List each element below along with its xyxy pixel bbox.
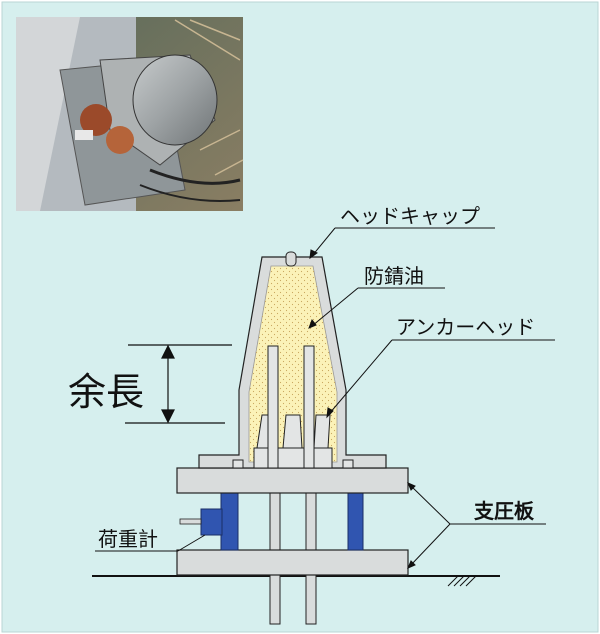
top-bearing-plate — [176, 467, 409, 494]
anchor-head — [232, 345, 354, 469]
head-cap-label: ヘッドキャップ — [340, 204, 480, 228]
load-cell-left — [179, 492, 239, 551]
rust-oil-label: 防錆油 — [364, 264, 424, 288]
head-cap-callout — [309, 227, 495, 260]
extra-length-label: 余長 — [68, 370, 144, 414]
ground-hatch — [447, 575, 477, 587]
anchor-head-callout — [326, 339, 555, 419]
bearing-plate-callout — [407, 482, 546, 569]
rust-oil-callout — [308, 287, 445, 329]
load-cell-right — [347, 492, 364, 551]
anchor-head-photo — [16, 17, 244, 211]
load-meter-callout — [95, 534, 206, 552]
bearing-plate-label: 支圧板 — [474, 499, 535, 523]
extra-length-dimension — [125, 344, 232, 424]
bottom-bearing-plate — [176, 549, 409, 576]
load-meter-label: 荷重計 — [98, 527, 158, 551]
anchor-head-label: アンカーヘッド — [396, 315, 535, 339]
